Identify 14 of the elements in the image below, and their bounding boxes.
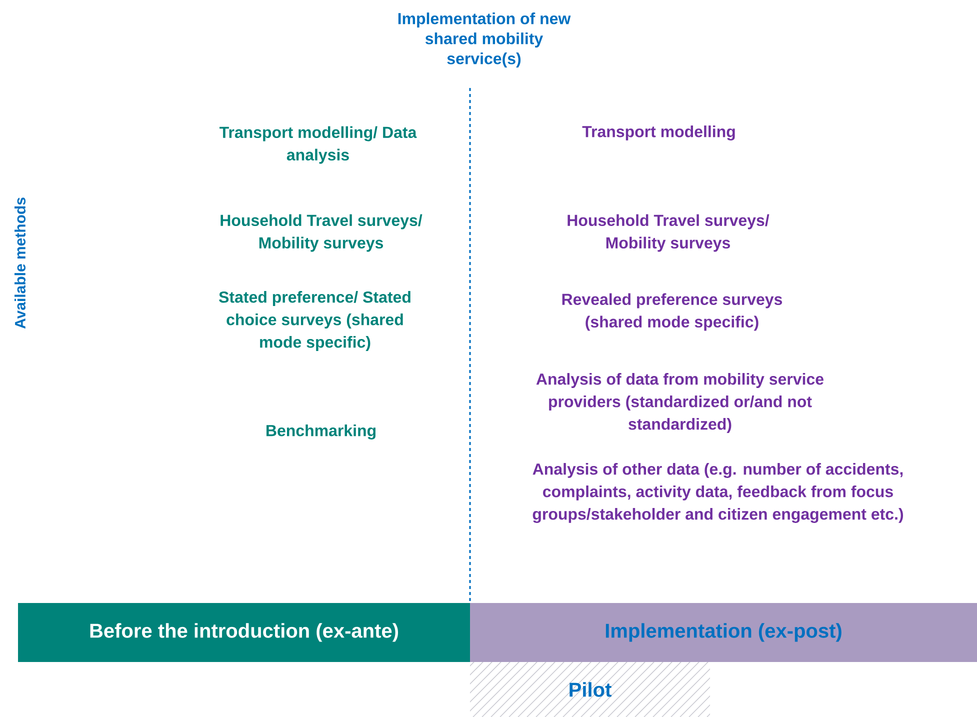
method-label: Transport modelling/ Data analysis [220, 126, 417, 164]
title: Implementation of new shared mobility service(s) [398, 12, 571, 68]
phase-bar: Implementation (ex-post) [470, 602, 977, 662]
method-label: Transport modelling [582, 126, 735, 140]
method-label: Analysis of data from mobility service providers (standardized or/and not standardized) [536, 373, 824, 433]
phase-bar: Before the introduction (ex-ante) [18, 602, 470, 662]
pilot-hatched-bar: Pilot [470, 662, 710, 717]
method-label: Household Travel surveys/ Mobility surveys [568, 214, 770, 252]
axis-label: Available methods [14, 198, 26, 329]
method-label: Analysis of other data (e.g. number of accidents, complaints, activity data, feedback from focus groups/stakeholder and citizen engagement etc.) [532, 463, 904, 523]
method-label: Revealed preference surveys (shared mode specific) [562, 293, 782, 331]
method-label: Benchmarking [266, 424, 376, 440]
method-label: Household Travel surveys/ Mobility surveys [220, 214, 422, 252]
method-label: Stated preference/ Stated choice surveys (shared mode specific) [218, 291, 410, 351]
